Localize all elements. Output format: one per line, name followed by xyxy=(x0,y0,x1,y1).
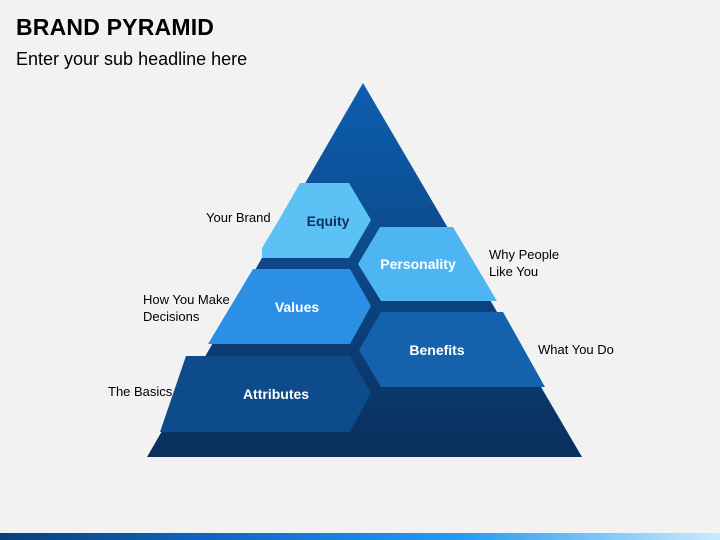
side-label-why-people-line1: Why People xyxy=(489,247,560,262)
segment-personality xyxy=(358,227,497,301)
side-label-why-people-line2: Like You xyxy=(489,264,539,279)
segment-attributes xyxy=(160,356,371,432)
side-label-how-you-make-line2: Decisions xyxy=(143,309,200,324)
segment-benefits xyxy=(359,312,545,387)
side-label-the-basics-text: The Basics xyxy=(108,384,173,399)
side-label-how-you-make-line1: How You Make xyxy=(143,292,230,307)
segment-personality-label: Personality xyxy=(380,256,456,272)
segment-benefits-label: Benefits xyxy=(409,342,464,358)
side-label-how-you-make: How You Make Decisions xyxy=(143,291,230,325)
segment-attributes-label: Attributes xyxy=(243,386,309,402)
segment-equity-label: Equity xyxy=(307,213,350,229)
slide-title: BRAND PYRAMID xyxy=(16,14,215,40)
slide-subtitle: Enter your sub headline here xyxy=(16,49,248,69)
side-label-why-people: Why People Like You xyxy=(489,246,559,280)
side-label-what-you-do-text: What You Do xyxy=(538,342,614,357)
segment-values xyxy=(208,269,371,344)
side-label-what-you-do: What You Do xyxy=(538,341,614,358)
bottom-accent-bar xyxy=(0,533,720,540)
side-label-the-basics: The Basics xyxy=(108,383,172,400)
segment-equity xyxy=(262,183,371,258)
side-label-your-brand-text: Your Brand xyxy=(206,210,271,225)
side-label-your-brand: Your Brand xyxy=(206,209,271,226)
segment-values-label: Values xyxy=(275,299,320,315)
